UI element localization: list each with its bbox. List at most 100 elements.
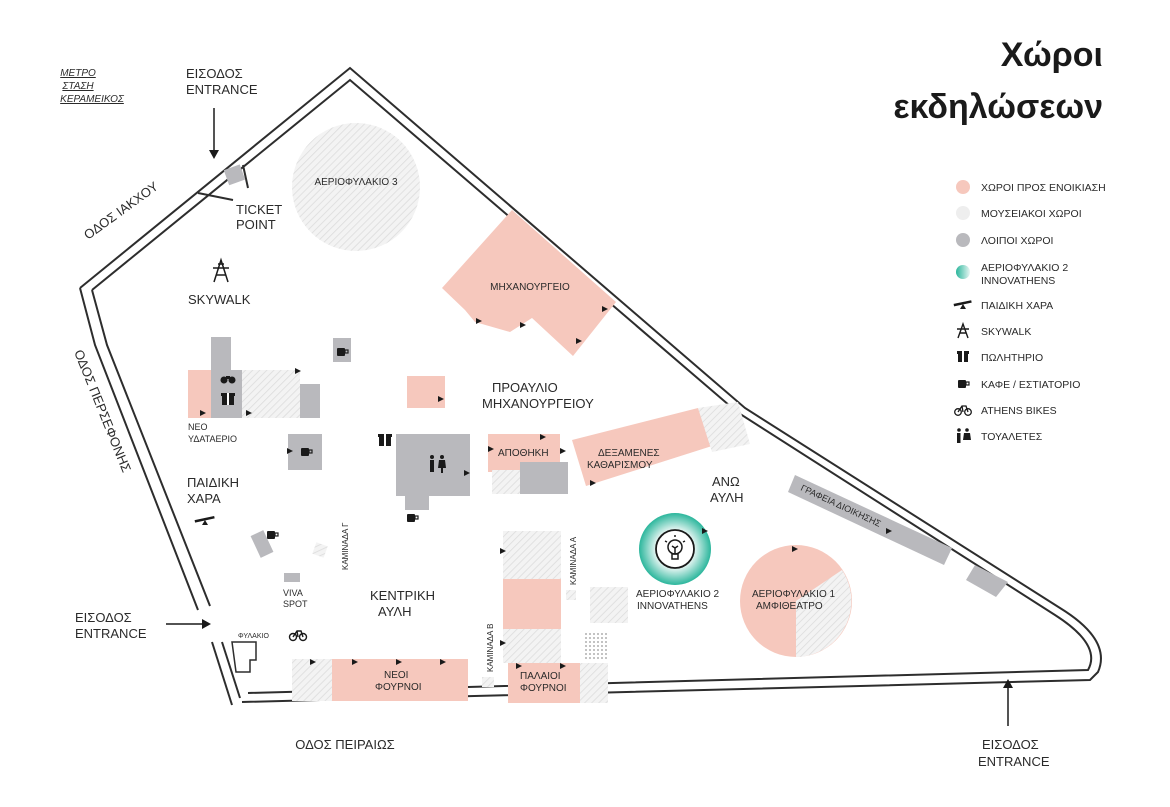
- metro-line2: ΣΤΑΣΗ: [61, 81, 94, 92]
- dexamenes-label-line1: ΔΕΞΑΜΕΝΕΣ: [598, 448, 660, 459]
- legend-item: ΠΑΙΔΙΚΗ ΧΑΡΑ: [953, 300, 1053, 312]
- michanourgeio-building[interactable]: [442, 210, 616, 356]
- cafe-kiosk-playground[interactable]: [250, 530, 274, 558]
- ticket-walls: [197, 164, 249, 201]
- legend-item: ATHENS BIKES: [954, 405, 1057, 417]
- innovathens-plaza[interactable]: [590, 587, 628, 623]
- restroom-icon: [430, 455, 446, 473]
- legend-swatch: [956, 180, 970, 194]
- ticket-point-kiosk[interactable]: [223, 164, 246, 186]
- entrance-left-line1: ΕΙΣΟΔΟΣ: [75, 610, 132, 625]
- kaminada-a-label: ΚΑΜΙΝΑΔΑ Α: [569, 536, 578, 585]
- entrance-top-line2: ENTRANCE: [186, 82, 258, 97]
- ticket-point-label-line2: POINT: [236, 217, 276, 232]
- dotted-plaza: [583, 633, 607, 659]
- neoi-fournoi-label-line2: ΦΟΥΡΝΟΙ: [375, 682, 422, 693]
- apothiki-building[interactable]: [488, 434, 568, 494]
- legend-item: ΤΟΥΑΛΕΤΕΣ: [957, 428, 1043, 443]
- legend-label: ΚΑΦΕ / ΕΣΤΙΑΤΟΡΙΟ: [981, 379, 1080, 391]
- neoi-fournoi-label-line1: ΝΕΟΙ: [384, 670, 408, 681]
- dexamenes-building[interactable]: [572, 402, 750, 486]
- legend-label: ATHENS BIKES: [981, 405, 1057, 417]
- proavlio-label-line2: ΜΗΧΑΝΟΥΡΓΕΙΟΥ: [482, 396, 594, 411]
- map-title-line1: Χώροι: [1001, 36, 1103, 74]
- entrance-top[interactable]: ΕΙΣΟΔΟΣ ENTRANCE: [186, 66, 258, 159]
- gift-shop-icon: [378, 434, 392, 446]
- legend-label: ΛΟΙΠΟΙ ΧΩΡΟΙ: [981, 235, 1053, 247]
- legend-label: ΑΕΡΙΟΦΥΛΑΚΙΟ 2: [981, 262, 1068, 274]
- entrance-left-line2: ENTRANCE: [75, 626, 147, 641]
- entrance-bottom[interactable]: ΕΙΣΟΔΟΣ ENTRANCE: [978, 679, 1050, 769]
- kaminada-g-label: ΚΑΜΙΝΑΔΑ Γ: [341, 522, 350, 570]
- legend-label: ΠΑΙΔΙΚΗ ΧΑΡΑ: [981, 300, 1053, 312]
- apothiki-label: ΑΠΟΘΗΚΗ: [498, 448, 549, 459]
- coffee-cup-icon: [958, 380, 970, 388]
- legend-item: ΠΩΛΗΤΗΡΙΟ: [957, 351, 1043, 364]
- kentriki-avli-label-line2: ΑΥΛΗ: [378, 604, 411, 619]
- metro-line3: ΚΕΡΑΜΕΙΚΟΣ: [60, 94, 125, 105]
- grafeia-dioikisis-building[interactable]: [788, 475, 952, 565]
- coffee-cup-icon: [267, 531, 279, 539]
- neoi-fournoi-building[interactable]: [292, 659, 468, 701]
- restroom-icon: [957, 428, 971, 443]
- bicycle-icon: [288, 630, 308, 642]
- coffee-cup-icon: [301, 448, 313, 456]
- coffee-cup-icon: [337, 348, 349, 356]
- palaioi-fournoi-label-line1: ΠΑΛΑΙΟΙ: [520, 671, 561, 682]
- paidiki-chara-label-line1: ΠΑΙΔΙΚΗ: [187, 475, 239, 490]
- east-annex-building[interactable]: [966, 565, 1008, 597]
- legend-swatch: [956, 233, 970, 247]
- aeriofylakio-2-label-line1: ΑΕΡΙΟΦΥΛΑΚΙΟ 2: [636, 589, 720, 600]
- legend-item: SKYWALK: [957, 321, 1031, 339]
- palaioi-fournoi-building[interactable]: [508, 663, 608, 703]
- entrance-bottom-line1: ΕΙΣΟΔΟΣ: [982, 737, 1039, 752]
- proavlio-label-line1: ΠΡΟΑΥΛΙΟ: [492, 380, 558, 395]
- metro-label: ΜΕΤΡΟ ΣΤΑΣΗ ΚΕΡΑΜΕΙΚΟΣ: [60, 68, 125, 105]
- legend-item: ΛΟΙΠΟΙ ΧΩΡΟΙ: [956, 233, 1053, 247]
- map-title-line2: εκδηλώσεων: [893, 88, 1103, 126]
- legend-label: ΧΩΡΟΙ ΠΡΟΣ ΕΝΟΙΚΙΑΣΗ: [981, 182, 1106, 194]
- legend-swatch-innovathens: [956, 265, 970, 279]
- legend-label: ΠΩΛΗΤΗΡΙΟ: [981, 352, 1043, 364]
- aeriofylakio-3-gasholder[interactable]: [292, 123, 420, 251]
- michanourgeio-label: ΜΗΧΑΝΟΥΡΓΕΙΟ: [490, 282, 570, 293]
- grafeia-label: ΓΡΑΦΕΙΑ ΔΙΟΙΚΗΣΗΣ: [799, 483, 883, 529]
- metro-line1: ΜΕΤΡΟ: [60, 68, 96, 79]
- legend-label-line2: INNOVATHENS: [981, 275, 1055, 287]
- skywalk-icon: [213, 257, 229, 283]
- legend-label: SKYWALK: [981, 326, 1031, 338]
- viva-spot-label-line1: VIVA: [283, 588, 303, 598]
- skywalk-label: SKYWALK: [188, 292, 251, 307]
- ano-avli-label-line2: ΑΥΛΗ: [710, 490, 743, 505]
- seesaw-icon: [194, 515, 215, 525]
- legend-label: ΜΟΥΣΕΙΑΚΟΙ ΧΩΡΟΙ: [981, 208, 1082, 220]
- neo-ydataerio-label-line1: ΝΕΟ: [188, 422, 208, 432]
- small-plot-east: [566, 590, 576, 600]
- kaminada-a-block[interactable]: [503, 531, 561, 663]
- legend-item: ΧΩΡΟΙ ΠΡΟΣ ΕΝΟΙΚΙΑΣΗ: [956, 180, 1106, 194]
- aeriofylakio-1-label-line2: ΑΜΦΙΘΕΑΤΡΟ: [756, 601, 823, 612]
- viva-spot-kiosk[interactable]: [284, 573, 300, 582]
- seesaw-icon: [953, 300, 972, 309]
- small-plot-g: [312, 542, 328, 558]
- ticket-point-label-line1: TICKET: [236, 202, 282, 217]
- legend-label: ΤΟΥΑΛΕΤΕΣ: [981, 431, 1043, 443]
- kaminada-b-label: ΚΑΜΙΝΑΔΑ Β: [486, 624, 495, 672]
- aeriofylakio-3-label: ΑΕΡΙΟΦΥΛΑΚΙΟ 3: [314, 177, 398, 188]
- legend-item: ΚΑΦΕ / ΕΣΤΙΑΤΟΡΙΟ: [958, 379, 1080, 391]
- coffee-cup-icon: [407, 514, 419, 522]
- neo-ydataerio-complex[interactable]: [188, 337, 320, 418]
- entrance-bottom-line2: ENTRANCE: [978, 754, 1050, 769]
- fylakio-guardhouse[interactable]: [231, 641, 257, 673]
- fylakio-label: ΦΥΛΑΚΙΟ: [238, 633, 269, 640]
- bicycle-icon: [954, 405, 972, 416]
- aeriofylakio-1-amphitheatre[interactable]: [740, 545, 852, 657]
- street-peiraios: ΟΔΟΣ ΠΕΙΡΑΙΩΣ: [295, 737, 394, 752]
- proavlio-pavilion[interactable]: [407, 376, 445, 408]
- small-plot-b: [482, 677, 494, 687]
- arrow-right-head: [202, 619, 211, 629]
- aeriofylakio-2-label-line2: INNOVATHENS: [637, 601, 708, 612]
- entrance-left[interactable]: ΕΙΣΟΔΟΣ ENTRANCE: [75, 610, 211, 641]
- skywalk-icon: [957, 321, 969, 339]
